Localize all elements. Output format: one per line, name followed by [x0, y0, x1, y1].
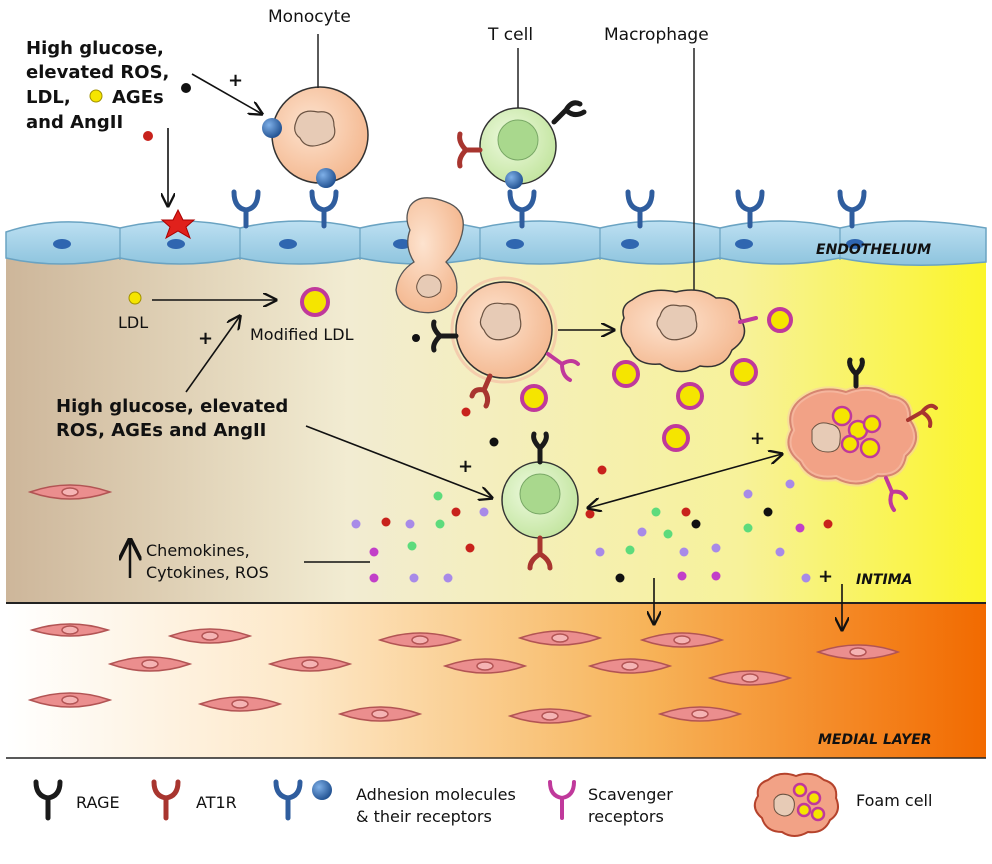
- stimuli-top-line2: elevated ROS,: [26, 62, 169, 83]
- modified-ldl-particles: [300, 287, 793, 452]
- monocyte-label: Monocyte: [268, 7, 351, 27]
- stimuli-mid-line1: High glucose, elevated: [56, 396, 288, 417]
- macrophage-label: Macrophage: [604, 25, 709, 45]
- t-cell-intima: [501, 431, 579, 571]
- macrophage-cell: [620, 289, 758, 373]
- legend-scavenger-line2: receptors: [588, 807, 664, 826]
- chemokines-line1: Chemokines,: [146, 541, 250, 560]
- medial-layer-label: MEDIAL LAYER: [818, 732, 932, 748]
- plus-sign-1: +: [228, 70, 243, 91]
- smooth-muscle-cells: [27, 484, 901, 724]
- endothelium-label: ENDOTHELIUM: [816, 242, 931, 258]
- modified-ldl-label: Modified LDL: [250, 325, 354, 344]
- foam-cell-legend-icon: [753, 772, 839, 837]
- intima-monocyte: [412, 276, 580, 409]
- endothelial-adhesion-receptors: [231, 189, 867, 229]
- activation-star-icon: [160, 208, 196, 240]
- chemokines-line2: Cytokines, ROS: [146, 563, 269, 582]
- stimuli-top-line3b: AGEs: [112, 87, 164, 108]
- legend-foam-cell-label: Foam cell: [856, 791, 932, 810]
- legend-adhesion-line2: & their receptors: [356, 807, 492, 826]
- process-arrows: [152, 73, 842, 630]
- legend: RAGE AT1R Adhesion molecules & their rec…: [33, 772, 932, 837]
- t-cell-label: T cell: [487, 25, 533, 45]
- t-cell-top: [457, 100, 587, 189]
- monocyte-cell: [262, 86, 369, 188]
- stimuli-top-line4: and AngII: [26, 112, 123, 133]
- legend-at1r-label: AT1R: [196, 793, 237, 812]
- ldl-label: LDL: [118, 313, 148, 332]
- ldl-particles: [89, 89, 142, 305]
- legend-scavenger-line1: Scavenger: [588, 785, 673, 804]
- stimuli-top-line1: High glucose,: [26, 38, 164, 59]
- legend-adhesion-line1: Adhesion molecules: [356, 785, 516, 804]
- ldl-legend-dot: [89, 89, 103, 103]
- endothelium-layer: [5, 220, 987, 266]
- native-ldl-icon: [128, 291, 142, 305]
- intima-label: INTIMA: [856, 572, 912, 588]
- transmigrating-monocyte: [395, 197, 464, 314]
- rage-legend-icon: [33, 779, 63, 821]
- legend-rage-label: RAGE: [76, 793, 120, 812]
- adhesion-receptor-legend-icon: [312, 780, 332, 800]
- plus-sign-5: +: [818, 566, 833, 587]
- chemokine-dots: [143, 83, 833, 583]
- at1r-legend-icon: [151, 779, 181, 821]
- foam-cell: [785, 357, 938, 512]
- adhesion-legend-icon: [273, 779, 303, 821]
- stimuli-mid-line2: ROS, AGEs and AngII: [56, 420, 266, 441]
- scavenger-legend-icon: [548, 780, 576, 820]
- stimuli-top-line3: LDL,: [26, 87, 71, 108]
- plus-sign-3: +: [458, 456, 473, 477]
- plus-sign-2: +: [198, 328, 213, 349]
- plus-sign-4: +: [750, 428, 765, 449]
- medial-layer: [6, 603, 986, 758]
